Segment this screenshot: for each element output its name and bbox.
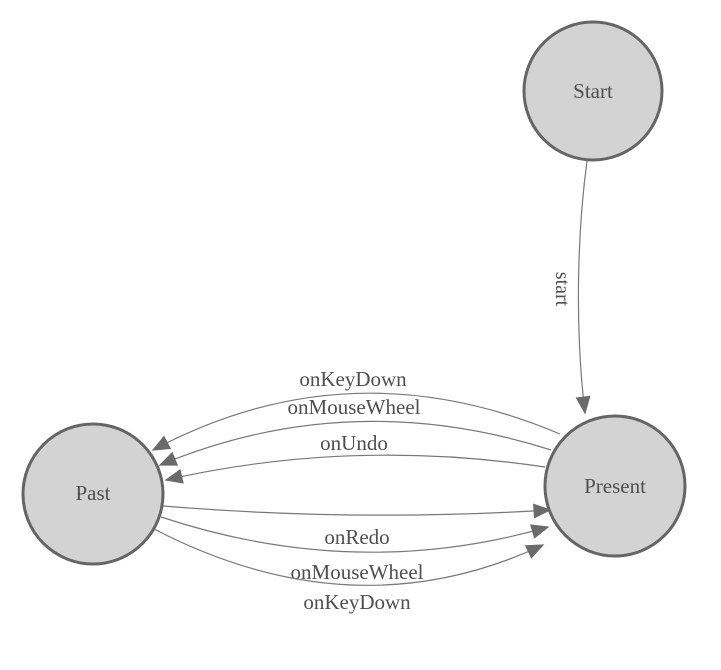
edge-start-to-present <box>575 160 591 415</box>
edge-present-to-past-onmousewheel <box>158 420 552 466</box>
state-node-start[interactable]: Start <box>522 20 664 162</box>
edge-past-to-present-onredo <box>162 503 552 519</box>
edge-label-onmousewheel-top: onMouseWheel <box>288 395 421 419</box>
edge-present-to-past-onkeydown <box>151 392 561 451</box>
node-circle[interactable] <box>522 20 664 162</box>
edge-label-onundo: onUndo <box>320 431 388 455</box>
edge-group: start onKeyDown onMouseWheel onUndo onRe… <box>151 160 591 614</box>
edge-past-to-present-onkeydown <box>153 528 545 586</box>
edge-label-onkeydown-top: onKeyDown <box>299 367 407 391</box>
node-label: Start <box>573 79 613 103</box>
edge-past-to-present-onmousewheel <box>160 516 550 553</box>
edge-label-onredo: onRedo <box>324 525 389 549</box>
edge-label-onmousewheel-bottom: onMouseWheel <box>291 560 424 584</box>
node-circle[interactable] <box>543 414 687 558</box>
edge-present-to-past-onundo <box>164 454 546 484</box>
edge-label-onkeydown-bottom: onKeyDown <box>303 590 411 614</box>
state-node-past[interactable]: Past <box>21 422 165 566</box>
node-label: Present <box>584 474 646 498</box>
node-label: Past <box>75 481 110 505</box>
node-circle[interactable] <box>21 422 165 566</box>
state-node-present[interactable]: Present <box>543 414 687 558</box>
edge-label-start: start <box>551 272 573 307</box>
